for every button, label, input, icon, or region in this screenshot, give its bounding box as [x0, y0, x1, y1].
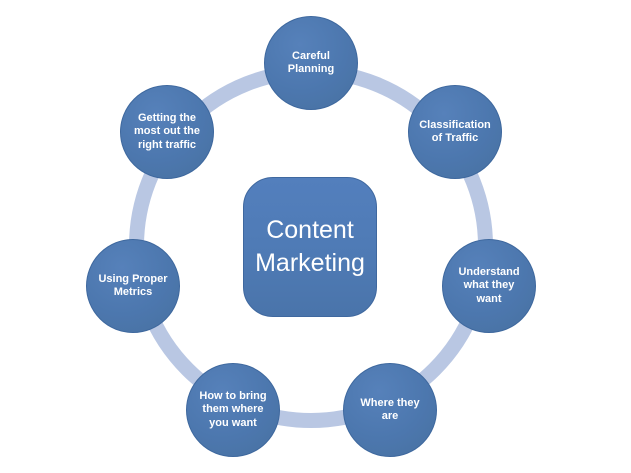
node-label: Getting the most out the right traffic [134, 111, 200, 151]
node-understand-what-they-want: Understand what they want [442, 239, 536, 333]
node-label: Classification of Traffic [419, 118, 491, 145]
node-where-they-are: Where they are [343, 363, 437, 457]
node-label: Careful Planning [287, 49, 335, 76]
node-label: Understand what they want [458, 265, 520, 305]
node-using-proper-metrics: Using Proper Metrics [86, 239, 180, 333]
node-classification-of-traffic: Classification of Traffic [408, 85, 502, 179]
node-label: Where they are [360, 396, 420, 423]
node-getting-the-most: Getting the most out the right traffic [120, 85, 214, 179]
node-careful-planning: Careful Planning [264, 16, 358, 110]
center-node-label: Content Marketing [255, 216, 365, 277]
node-label: How to bring them where you want [199, 389, 267, 429]
center-node-content-marketing: Content Marketing [243, 177, 377, 317]
node-how-to-bring-them: How to bring them where you want [186, 363, 280, 457]
node-label: Using Proper Metrics [98, 272, 168, 299]
